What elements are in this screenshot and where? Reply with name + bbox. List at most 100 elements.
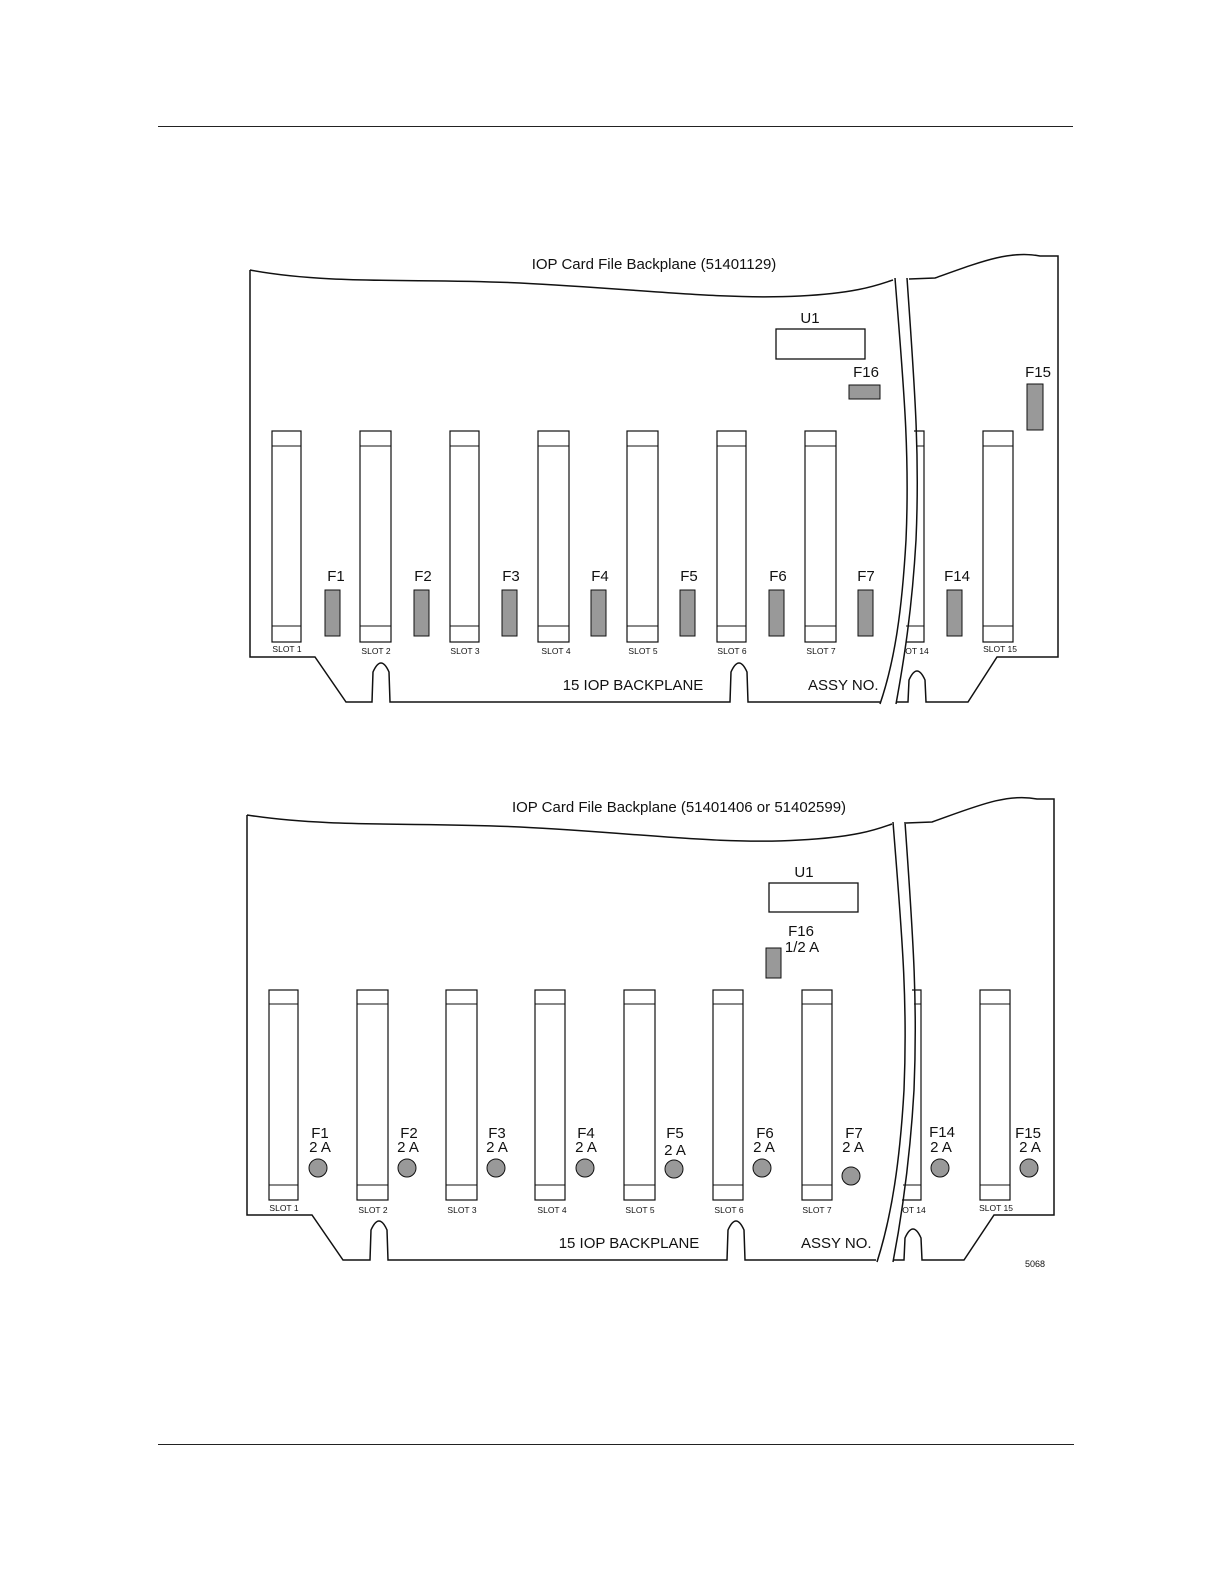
slot-label: OT 14 (902, 1205, 926, 1215)
slot-connector (356, 989, 389, 1201)
assy-label: ASSY NO. (808, 677, 879, 694)
fuse-label: F2 (400, 1125, 418, 1142)
slot-label: SLOT 15 (979, 1203, 1013, 1213)
break-line (895, 277, 919, 705)
fuse-label: F14 (929, 1124, 955, 1141)
fuse-round (752, 1158, 772, 1178)
fuse-rating: 2 A (486, 1139, 508, 1156)
fuse-cartridge (848, 384, 881, 400)
slot-label: SLOT 3 (450, 646, 479, 656)
fuse-cartridge (946, 589, 963, 637)
slot-label: SLOT 2 (358, 1205, 387, 1215)
fuse-cartridge (768, 589, 785, 637)
fuse-label: F2 (414, 568, 432, 585)
fuse-label: F15 (1025, 364, 1051, 381)
diagram-2: IOP Card File Backplane (51401406 or 514… (246, 796, 1055, 1269)
diagram-title: IOP Card File Backplane (51401129) (532, 256, 777, 273)
fuse-round (308, 1158, 328, 1178)
slot-label: SLOT 15 (983, 644, 1017, 654)
fuse-label: F16 (853, 364, 879, 381)
slot-label: SLOT 4 (537, 1205, 566, 1215)
slot-connector (716, 430, 747, 643)
fuse-label: F1 (311, 1125, 329, 1142)
u1-label: U1 (794, 864, 813, 881)
board-outline-left (249, 269, 894, 703)
fuse-rating: 2 A (575, 1139, 597, 1156)
slot-label: OT 14 (905, 646, 929, 656)
slot-label: SLOT 2 (361, 646, 390, 656)
fuse-label: F4 (591, 568, 609, 585)
slot-label: SLOT 5 (625, 1205, 654, 1215)
slot-connector (359, 430, 392, 643)
slot-label: SLOT 6 (717, 646, 746, 656)
fuse-label: F3 (502, 568, 520, 585)
slot-connector-partial (906, 430, 925, 643)
slot-label: SLOT 7 (806, 646, 835, 656)
fuse-rating: 2 A (842, 1139, 864, 1156)
slot-label: SLOT 1 (269, 1203, 298, 1213)
fuse-cartridge (679, 589, 696, 637)
fuse-rating: 2 A (664, 1142, 686, 1159)
fuse-cartridge (324, 589, 341, 637)
slot-connector (982, 430, 1014, 643)
fuse-cartridge (857, 589, 874, 637)
slot-connector (626, 430, 659, 643)
slot-connector (268, 989, 299, 1201)
fuse-rating: 2 A (397, 1139, 419, 1156)
fuse-cartridge (1026, 383, 1044, 431)
fuse-label: F15 (1015, 1125, 1041, 1142)
fuse-label: F7 (857, 568, 875, 585)
fuse-round (575, 1158, 595, 1178)
break-line (876, 821, 906, 1263)
edge-label: 15 IOP BACKPLANE (559, 1235, 700, 1252)
slot-connector (449, 430, 480, 643)
slot-connector (271, 430, 302, 643)
fuse-cartridge (501, 589, 518, 637)
header-rule (158, 126, 1073, 127)
slot-label: SLOT 1 (272, 644, 301, 654)
fuse-label: F14 (944, 568, 970, 585)
fuse-round (841, 1166, 861, 1186)
fuse-rating: 1/2 A (785, 939, 819, 956)
fuse-round (1019, 1158, 1039, 1178)
fuse-round (930, 1158, 950, 1178)
slot-connector (804, 430, 837, 643)
slot-connector (623, 989, 656, 1201)
fuse-label: F5 (680, 568, 698, 585)
slot-connector (712, 989, 744, 1201)
fuse-label: F3 (488, 1125, 506, 1142)
u1-label: U1 (800, 310, 819, 327)
fuse-label: F6 (769, 568, 787, 585)
slot-connector (801, 989, 833, 1201)
board-outline-right (897, 253, 1059, 703)
edge-label: 15 IOP BACKPLANE (563, 677, 704, 694)
fuse-label: F16 (788, 923, 814, 940)
fuse-rating: 2 A (309, 1139, 331, 1156)
slot-connector-partial (902, 989, 922, 1201)
assy-label: ASSY NO. (801, 1235, 872, 1252)
slot-label: SLOT 4 (541, 646, 570, 656)
u1-chip (775, 328, 866, 360)
figure-number: 5068 (1025, 1259, 1045, 1269)
slot-connector (445, 989, 478, 1201)
fuse-rating: 2 A (753, 1139, 775, 1156)
fuse-label: F5 (666, 1125, 684, 1142)
slot-label: SLOT 6 (714, 1205, 743, 1215)
diagram-1: IOP Card File Backplane (51401129) U1 F1… (249, 253, 1059, 705)
diagram-title: IOP Card File Backplane (51401406 or 514… (512, 799, 846, 816)
break-line (892, 821, 917, 1263)
fuse-rating: 2 A (1019, 1139, 1041, 1156)
fuse-cartridge (590, 589, 607, 637)
fuse-label: F6 (756, 1125, 774, 1142)
break-line (879, 277, 908, 705)
fuse-round (397, 1158, 417, 1178)
fuse-label: F1 (327, 568, 345, 585)
fuse-label: F4 (577, 1125, 595, 1142)
footer-rule (158, 1444, 1074, 1445)
fuse-label: F7 (845, 1125, 863, 1142)
fuse-round (486, 1158, 506, 1178)
slot-connector (534, 989, 566, 1201)
slot-label: SLOT 7 (802, 1205, 831, 1215)
u1-chip (768, 882, 859, 913)
